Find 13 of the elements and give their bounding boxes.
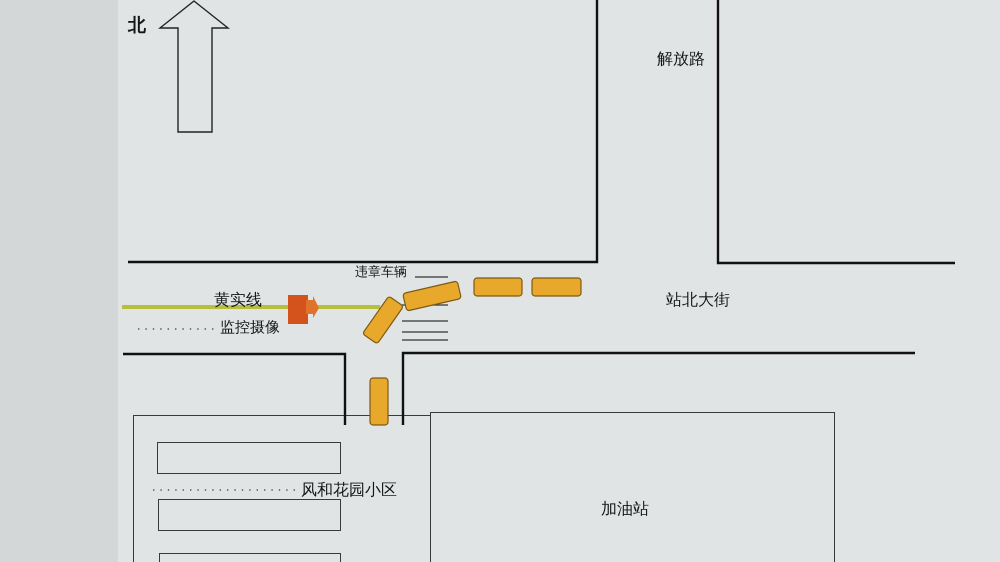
camera-label: 监控摄像 — [220, 320, 280, 335]
road-name: 解放路 — [657, 51, 705, 67]
site-outline — [133, 415, 431, 562]
line-label: 黄实线 — [214, 292, 262, 308]
site-name: 风和花园小区 — [301, 482, 397, 498]
annotation: 违章车辆 — [355, 266, 407, 279]
compass-label: 北 — [128, 17, 146, 35]
site-name: 加油站 — [601, 501, 649, 517]
site-outline — [430, 412, 835, 562]
road-name: 站北大街 — [666, 292, 730, 308]
building-outline — [158, 499, 341, 531]
building-outline — [157, 442, 341, 474]
building-outline — [159, 553, 341, 562]
